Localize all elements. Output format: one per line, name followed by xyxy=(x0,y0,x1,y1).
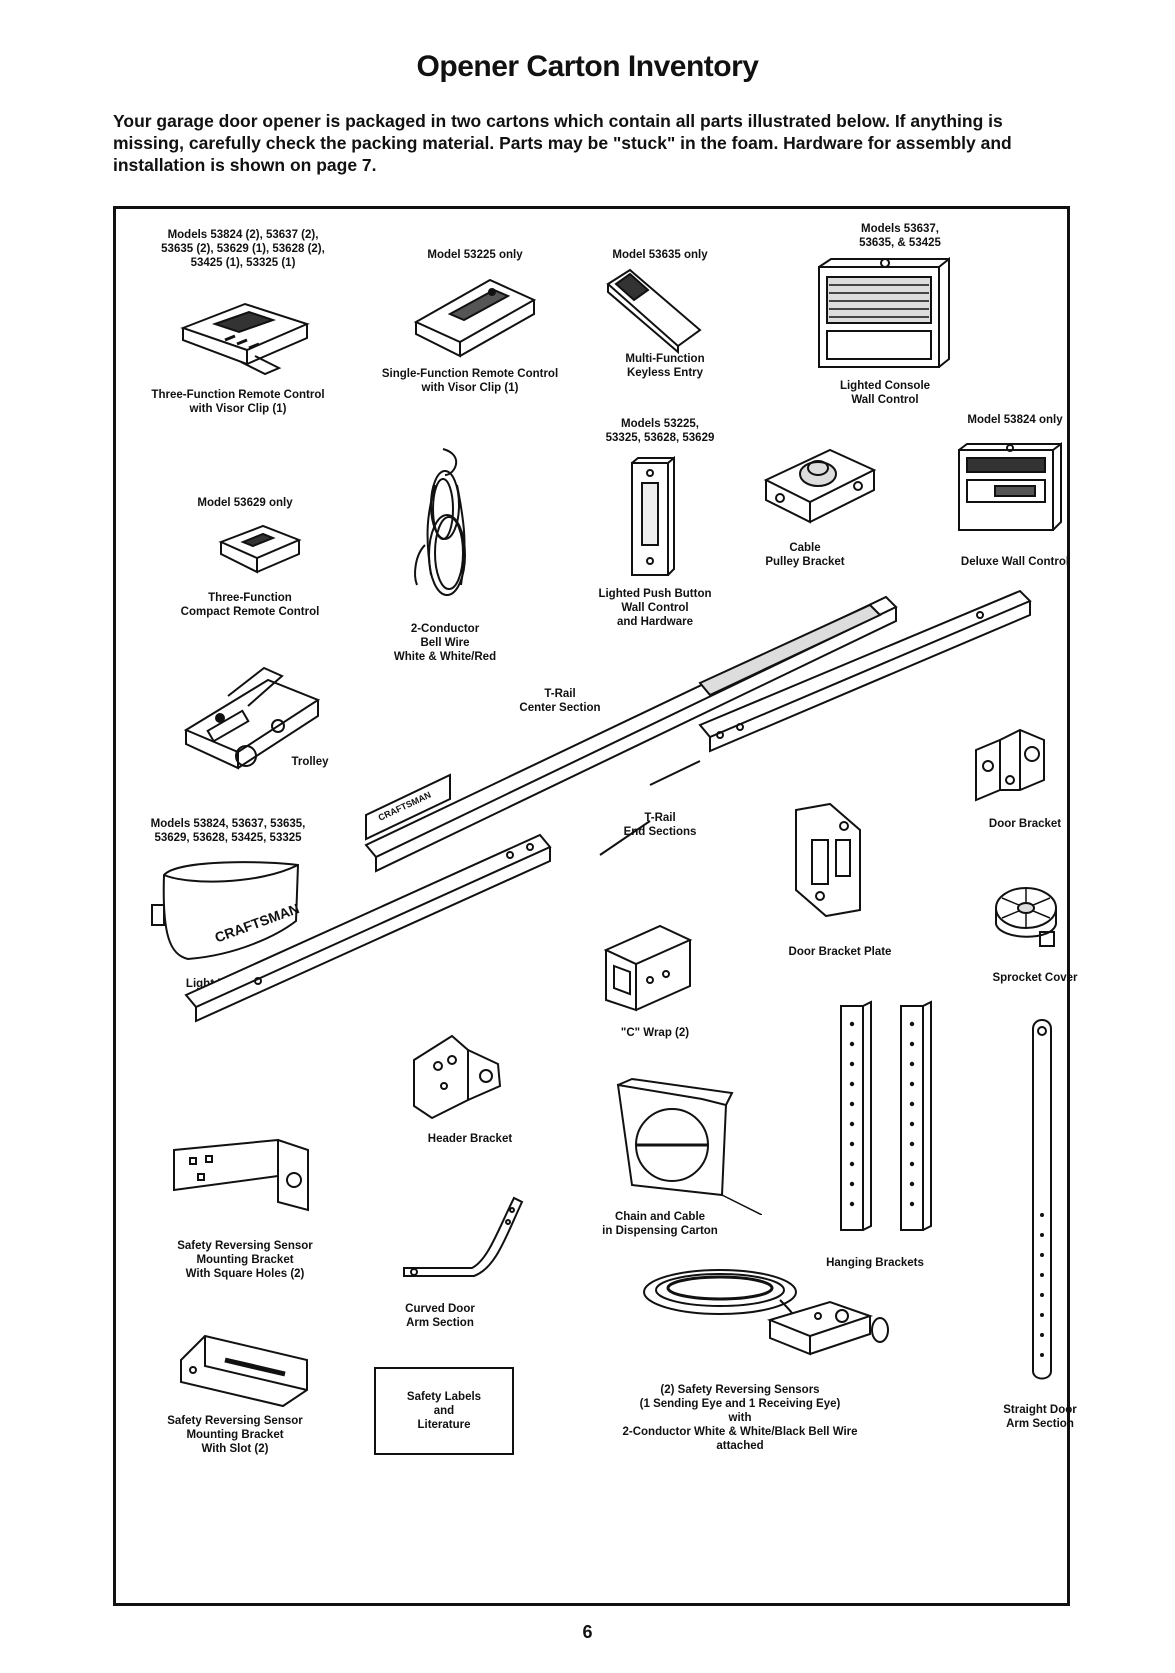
safety-labels-box: Safety Labels and Literature xyxy=(374,1367,514,1455)
header-bracket-icon xyxy=(408,1020,508,1120)
label-sensors: (2) Safety Reversing Sensors (1 Sending … xyxy=(622,1384,858,1452)
label-bell-wire: 2-Conductor Bell Wire White & White/Red xyxy=(393,623,497,663)
label-model-53824: Model 53824 only xyxy=(967,414,1063,426)
door-bracket-icon xyxy=(970,720,1050,810)
label-sensor-bracket-slot: Safety Reversing Sensor Mounting Bracket… xyxy=(167,1415,303,1455)
keyless-entry-icon xyxy=(600,264,710,354)
label-deluxe: Deluxe Wall Control xyxy=(960,556,1070,568)
t-rail-sections-icon: CRAFTSMAN xyxy=(180,585,1090,1085)
label-hanging: Hanging Brackets xyxy=(826,1257,924,1269)
label-trail-center: T-Rail Center Section xyxy=(519,688,601,714)
curved-door-arm-icon xyxy=(398,1190,528,1280)
label-models-lens: Models 53824, 53637, 53635, 53629, 53628… xyxy=(150,818,306,844)
compact-remote-icon xyxy=(215,520,305,580)
single-function-remote-icon xyxy=(410,272,540,362)
intro-paragraph: Your garage door opener is packaged in t… xyxy=(113,111,1012,175)
label-compact-remote: Three-Function Compact Remote Control xyxy=(180,592,320,618)
label-push-button: Lighted Push Button Wall Control and Har… xyxy=(598,588,712,628)
label-sensor-bracket-sq: Safety Reversing Sensor Mounting Bracket… xyxy=(177,1240,313,1280)
label-door-bracket-plate: Door Bracket Plate xyxy=(788,946,892,958)
inventory-frame xyxy=(113,206,1070,1606)
label-door-bracket: Door Bracket xyxy=(988,818,1062,830)
sensor-bracket-square-holes-icon xyxy=(168,1130,318,1220)
safety-sensors-icon xyxy=(630,1260,910,1370)
label-console: Lighted Console Wall Control xyxy=(839,380,931,406)
label-sprocket-cover: Sprocket Cover xyxy=(992,972,1078,984)
label-trolley: Trolley xyxy=(291,756,329,768)
bell-wire-coil-icon xyxy=(405,445,485,605)
label-model-53635: Model 53635 only xyxy=(612,249,708,261)
c-wrap-icon xyxy=(600,920,700,1015)
label-safety-labels: Safety Labels and Literature xyxy=(406,1391,482,1431)
label-straight-arm: Straight Door Arm Section xyxy=(1003,1404,1077,1430)
label-chain-cable: Chain and Cable in Dispensing Carton xyxy=(602,1211,718,1237)
door-bracket-plate-icon xyxy=(790,800,865,920)
label-remote3: Three-Function Remote Control with Visor… xyxy=(151,389,325,415)
label-keyless: Multi-Function Keyless Entry xyxy=(625,353,705,379)
straight-door-arm-icon xyxy=(1025,1015,1065,1385)
label-pulley: Cable Pulley Bracket xyxy=(765,542,845,568)
page-title: Opener Carton Inventory xyxy=(416,50,759,83)
three-function-remote-icon xyxy=(175,298,315,378)
deluxe-wall-control-icon xyxy=(955,440,1065,535)
label-model-53225: Model 53225 only xyxy=(427,249,523,261)
label-curved-arm: Curved Door Arm Section xyxy=(405,1303,475,1329)
label-model-53629: Model 53629 only xyxy=(197,497,293,509)
cable-pulley-bracket-icon xyxy=(760,440,880,535)
label-header-bracket: Header Bracket xyxy=(427,1133,513,1145)
label-models-console: Models 53637, 53635, & 53425 xyxy=(859,223,941,249)
trolley-icon xyxy=(178,660,328,780)
lighted-console-icon xyxy=(815,255,955,375)
label-models-push: Models 53225, 53325, 53628, 53629 xyxy=(605,418,715,444)
page-number: 6 xyxy=(582,1622,593,1642)
hanging-brackets-icon xyxy=(835,1000,945,1235)
label-single-remote: Single-Function Remote Control with Viso… xyxy=(381,368,559,394)
push-button-icon xyxy=(628,455,678,580)
light-lens-icon: CRAFTSMAN xyxy=(148,855,308,970)
sprocket-cover-icon xyxy=(990,880,1065,955)
chain-carton-icon xyxy=(612,1075,762,1215)
label-c-wrap: "C" Wrap (2) xyxy=(620,1027,690,1039)
label-models-remote3: Models 53824 (2), 53637 (2), 53635 (2), … xyxy=(161,229,325,269)
sensor-bracket-slot-icon xyxy=(175,1330,315,1410)
